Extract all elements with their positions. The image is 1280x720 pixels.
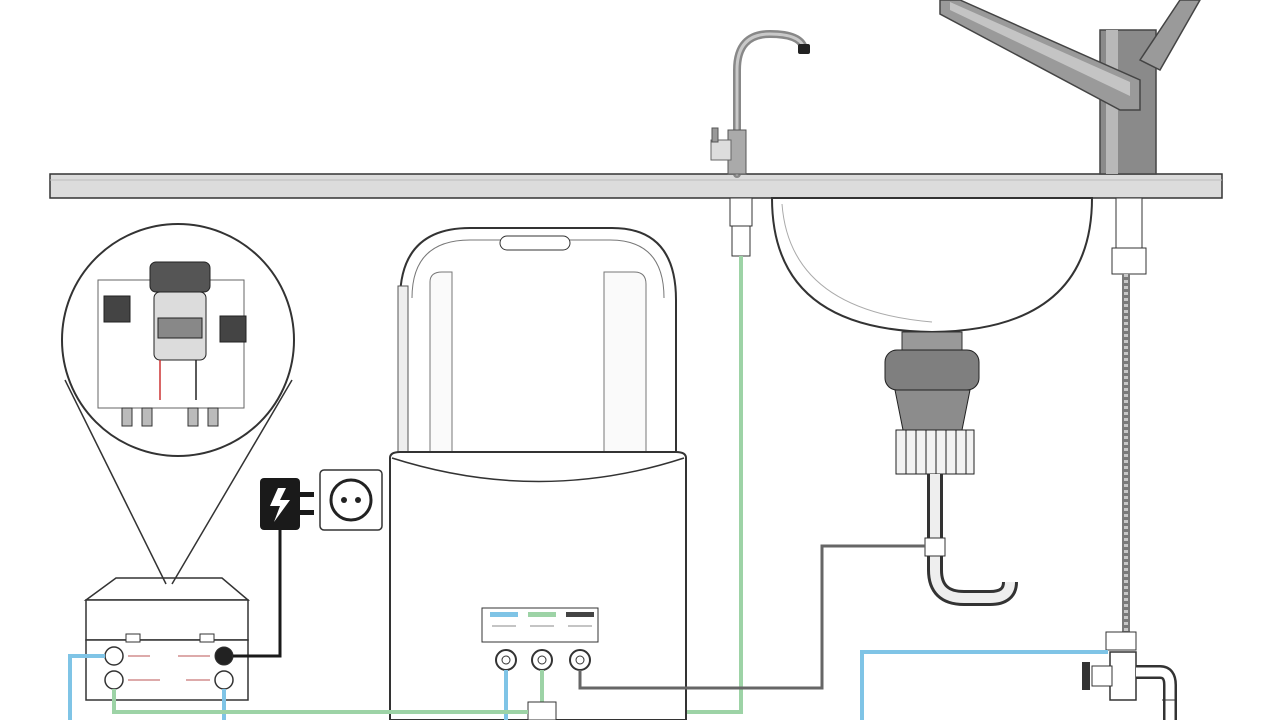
pump-blue-tube-left — [68, 654, 105, 720]
drain-tube — [578, 544, 925, 690]
cold-supply-hose — [1111, 197, 1147, 636]
feed-water-tube — [860, 650, 1108, 720]
angle-valve — [1082, 631, 1177, 720]
sink-basin — [770, 197, 1094, 334]
ro-faucet — [710, 29, 810, 178]
drain-siphon — [884, 331, 1018, 606]
pump-green-tube — [112, 689, 528, 714]
ro-filter-unit — [389, 227, 687, 720]
main-mixer-tap — [939, 0, 1201, 175]
zoom-detail — [61, 223, 295, 585]
countertop — [49, 173, 1223, 199]
wall-socket — [319, 469, 383, 531]
pump-box — [83, 577, 251, 701]
power-adapter — [233, 478, 314, 658]
tee-fitting — [527, 701, 557, 720]
